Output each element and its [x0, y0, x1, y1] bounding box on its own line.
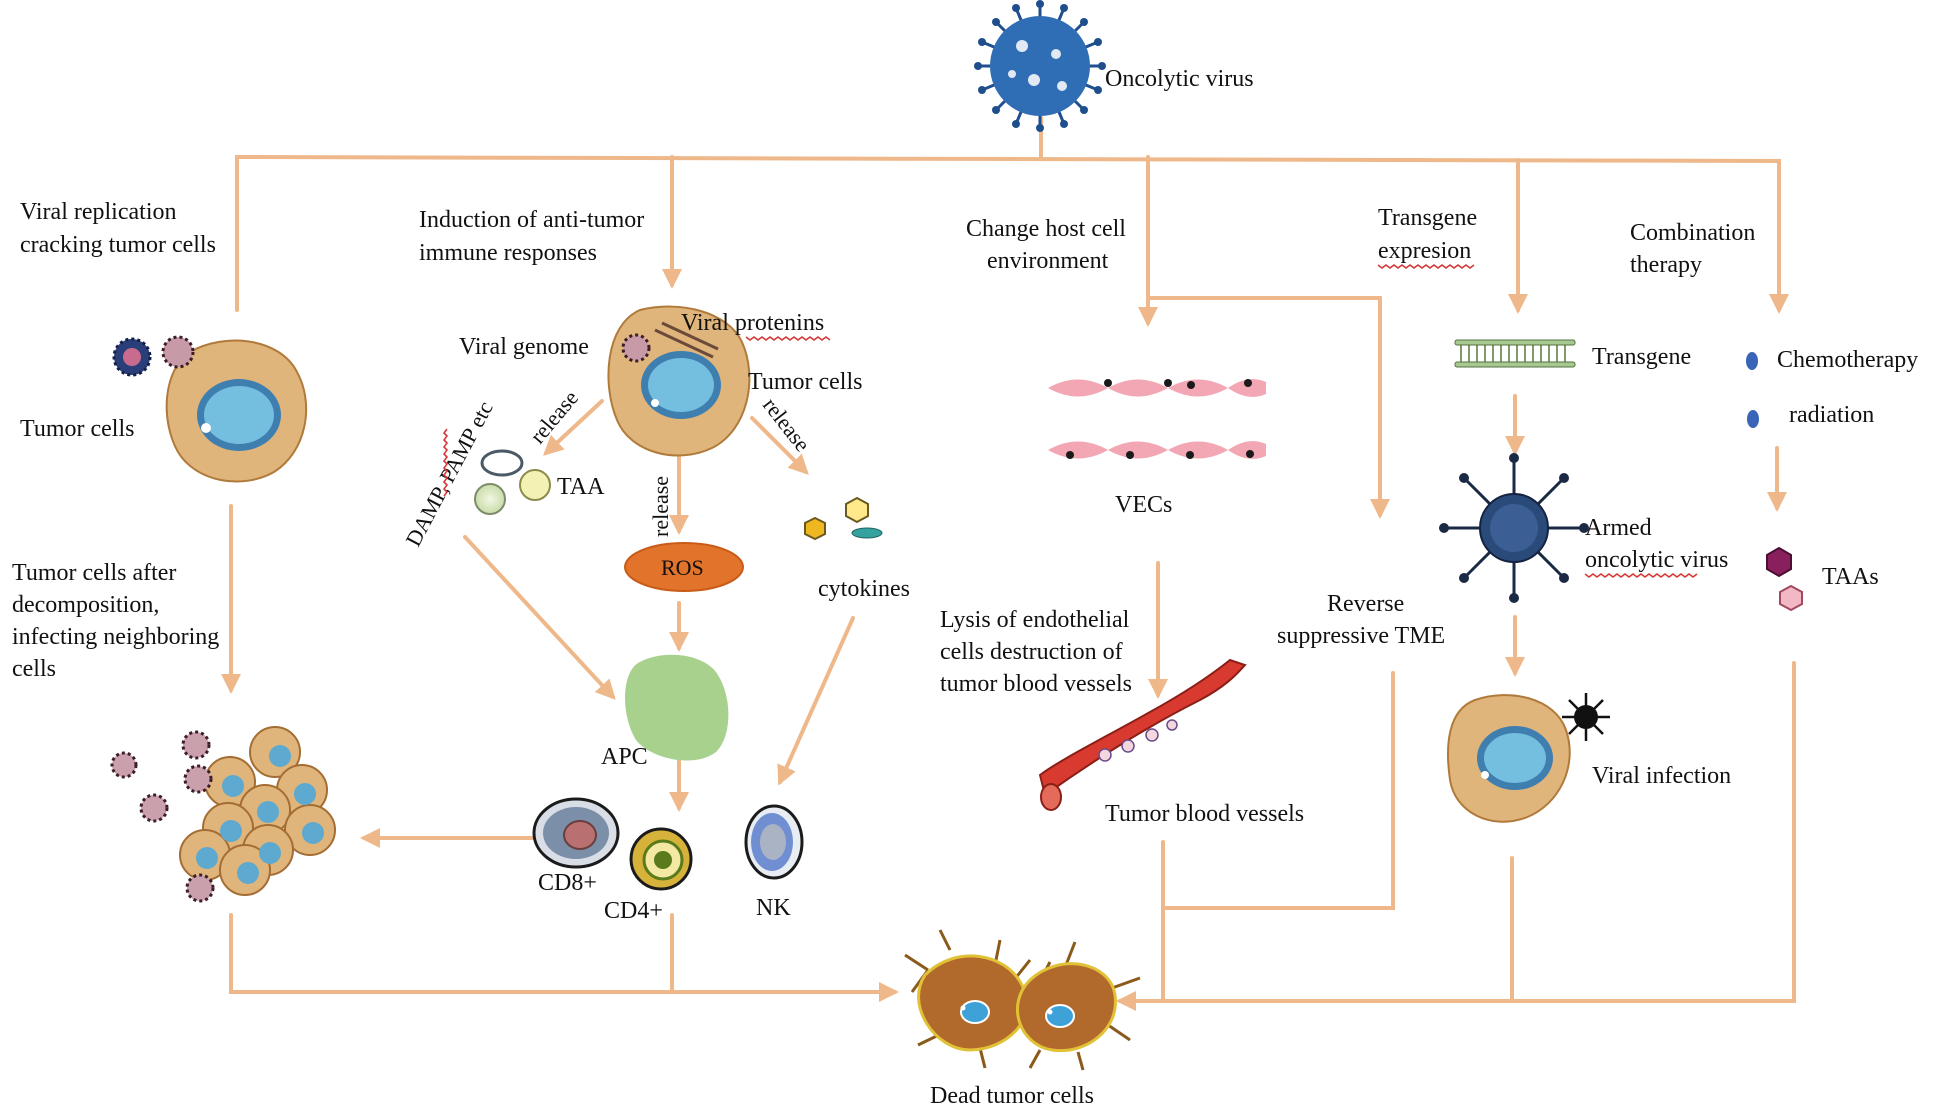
lysis-line1: Lysis of endothelial	[940, 607, 1130, 633]
spellcheck-squiggle	[442, 428, 449, 497]
viral-genome-label: Viral genome	[459, 334, 589, 360]
oncolytic-virus-label: Oncolytic virus	[1105, 66, 1254, 92]
virus-particle-icon	[621, 333, 651, 363]
branch-3-side-arrow	[1146, 296, 1390, 519]
radiation-dot-icon	[1747, 410, 1759, 428]
transgene-icon	[1454, 339, 1576, 368]
armed-oncolytic-virus-icon	[1439, 453, 1589, 603]
right-bottom-arrow	[1116, 661, 1796, 1011]
lysis-line2: cells destruction of	[940, 639, 1123, 665]
chemotherapy-label: Chemotherapy	[1777, 347, 1918, 373]
viral-protein-strands-icon	[654, 321, 719, 359]
taas-icon	[1766, 546, 1803, 612]
nk-cell-icon	[744, 804, 804, 880]
col1-after-line1: Tumor cells after	[12, 560, 176, 586]
branch-5-line1: Combination	[1630, 220, 1755, 246]
apc-cell-icon	[625, 654, 729, 761]
release-right-arrow	[750, 416, 809, 475]
col2-tumor-cells-label: Tumor cells	[748, 369, 862, 395]
apc-label: APC	[601, 744, 648, 770]
cd4-label: CD4+	[604, 898, 663, 924]
vecs-label: VECs	[1115, 492, 1172, 518]
nk-label: NK	[756, 895, 791, 921]
connectors	[221, 116, 1796, 1011]
armed-line1: Armed	[1585, 515, 1652, 541]
lysis-line3: tumor blood vessels	[940, 671, 1132, 697]
taas-label: TAAs	[1822, 564, 1879, 590]
viral-infection-label: Viral infection	[1592, 763, 1731, 789]
cytokines-icon	[804, 496, 883, 541]
ros-label: ROS	[661, 555, 704, 580]
branch-3-line1: Change host cell	[966, 216, 1126, 242]
col1-after-line2: decomposition,	[12, 592, 159, 618]
release-right-label: release	[758, 393, 815, 457]
oncolytic-virus-icon	[974, 0, 1106, 132]
armed-line2: oncolytic virus	[1585, 547, 1728, 573]
branch-1-line2: cracking tumor cells	[20, 232, 216, 258]
blood-vessel-icon	[1038, 658, 1247, 811]
branch-3-line2: environment	[987, 248, 1109, 274]
reverse-tme-line	[1161, 671, 1395, 910]
branch-2-line1: Induction of anti-tumor	[419, 207, 644, 233]
ros-shape	[624, 542, 744, 592]
viral-proteins-label: Viral protenins	[681, 310, 824, 336]
release-left-arrow	[543, 399, 604, 456]
branch-1-line1: Viral replication	[20, 199, 177, 225]
cd8-t-cell-icon	[532, 797, 620, 869]
cd4-t-cell-icon	[629, 827, 693, 891]
radiation-label: radiation	[1789, 402, 1874, 428]
vecs-icon	[1048, 379, 1266, 459]
spellcheck-squiggle	[1377, 264, 1475, 269]
cd8-label: CD8+	[538, 870, 597, 896]
spellcheck-squiggle	[1584, 573, 1698, 578]
dead-tumor-cells-label: Dead tumor cells	[930, 1083, 1094, 1109]
branch-4-line1: Transgene	[1378, 205, 1477, 231]
virus-particle-icon	[112, 337, 152, 377]
tumor-blood-vessels-label: Tumor blood vessels	[1105, 801, 1304, 827]
tumor-cell-cluster-icon	[110, 726, 336, 903]
virus-particle-icon	[1562, 693, 1610, 741]
transgene-label: Transgene	[1592, 344, 1691, 370]
reverse-tme-line1: Reverse	[1327, 591, 1404, 617]
branch-2-line2: immune responses	[419, 240, 597, 266]
damp-pamp-label: DAMP, PAMP etc	[400, 397, 497, 551]
release-left-label: release	[525, 385, 583, 448]
branch-5-line2: therapy	[1630, 252, 1702, 278]
main-bus	[235, 154, 1789, 314]
col1-after-line3: infecting neighboring	[12, 624, 219, 650]
spellcheck-squiggle	[745, 336, 831, 341]
tumor-cell-icon	[165, 339, 308, 483]
branch-4-line2: expresion	[1378, 238, 1471, 264]
cytokines-to-nk-arrow	[777, 616, 855, 786]
virus-particle-icon	[161, 335, 195, 369]
left-bottom-arrow	[229, 913, 899, 1002]
col1-after-line4: cells	[12, 656, 56, 682]
cytokines-label: cytokines	[818, 576, 910, 602]
release-mid-label: release	[648, 476, 673, 537]
chemotherapy-dot-icon	[1746, 352, 1758, 370]
reverse-tme-line2: suppressive TME	[1277, 623, 1445, 649]
taa-antigens-icon	[474, 449, 551, 515]
col1-tumor-cells-label: Tumor cells	[20, 416, 134, 442]
dead-tumor-cells-icon	[904, 929, 1141, 1071]
tumor-cell-icon	[1447, 694, 1571, 823]
damp-to-apc-arrow	[463, 535, 616, 700]
taa-label: TAA	[557, 474, 605, 500]
